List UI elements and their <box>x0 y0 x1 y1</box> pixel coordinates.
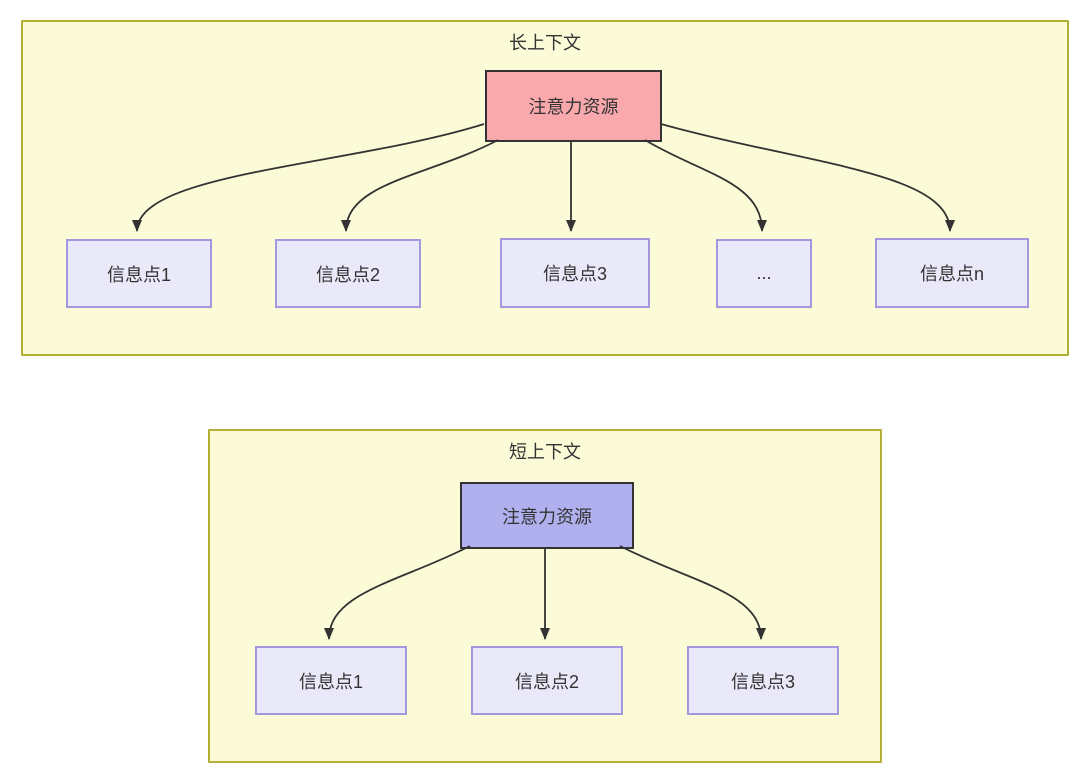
node-label: 信息点1 <box>106 264 171 285</box>
short-context-panel: 短上下文 注意力资源 信息点1 信息点2 信息点3 <box>208 429 882 763</box>
node-label: 信息点3 <box>542 264 607 284</box>
node-label: 信息点2 <box>514 671 579 692</box>
long-context-title: 长上下文 <box>509 33 581 53</box>
short-info-node-2: 信息点2 <box>471 646 623 715</box>
long-attention-node: 注意力资源 <box>485 70 662 142</box>
short-attention-node: 注意力资源 <box>460 482 634 549</box>
long-info-node-3: 信息点3 <box>500 238 650 308</box>
node-label: 信息点3 <box>730 671 795 692</box>
node-label: 注意力资源 <box>528 97 619 117</box>
short-info-node-1: 信息点1 <box>255 646 407 715</box>
node-label: ... <box>756 263 772 283</box>
long-context-panel: 长上下文 注意力资源 信息点1 信息点2 信息点3 ... 信息点n <box>21 20 1069 356</box>
node-label: 信息点2 <box>315 264 380 285</box>
node-label: 信息点n <box>919 264 984 284</box>
node-label: 信息点1 <box>298 671 363 692</box>
short-context-title: 短上下文 <box>509 442 581 462</box>
long-info-node-n: 信息点n <box>875 238 1029 308</box>
short-info-node-3: 信息点3 <box>687 646 839 715</box>
node-label: 注意力资源 <box>502 506 592 527</box>
long-info-node-ellipsis: ... <box>716 239 812 308</box>
long-info-node-2: 信息点2 <box>275 239 421 308</box>
long-info-node-1: 信息点1 <box>66 239 212 308</box>
